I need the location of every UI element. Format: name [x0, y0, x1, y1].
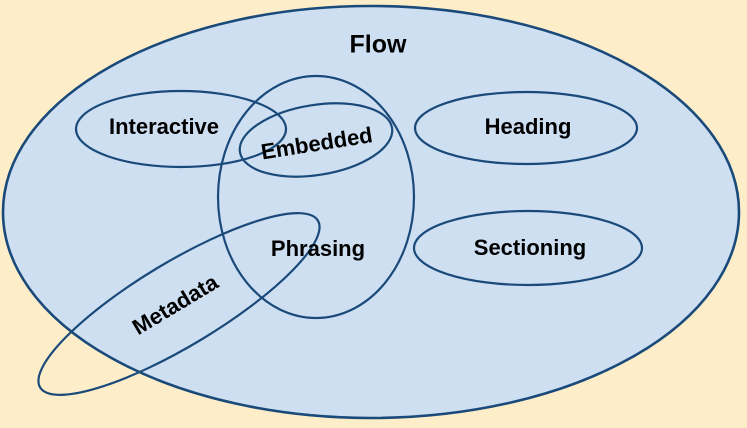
set-ellipse-metadata[interactable] [19, 185, 340, 424]
set-ellipse-phrasing[interactable] [216, 74, 416, 320]
set-ellipse-interactive[interactable] [74, 89, 288, 169]
set-label-interactive: Interactive [109, 114, 219, 139]
set-ellipse-heading[interactable] [413, 90, 639, 166]
set-label-phrasing: Phrasing [271, 236, 365, 261]
set-ellipse-sectioning[interactable] [412, 209, 644, 287]
set-label-sectioning: Sectioning [474, 235, 586, 260]
set-label-heading: Heading [485, 114, 572, 139]
set-ellipse-embedded[interactable] [234, 93, 397, 186]
outer-set-group [1, 4, 741, 420]
inner-sets-group [19, 74, 644, 424]
set-ellipse-flow[interactable] [1, 4, 741, 420]
set-label-flow: Flow [350, 31, 407, 59]
